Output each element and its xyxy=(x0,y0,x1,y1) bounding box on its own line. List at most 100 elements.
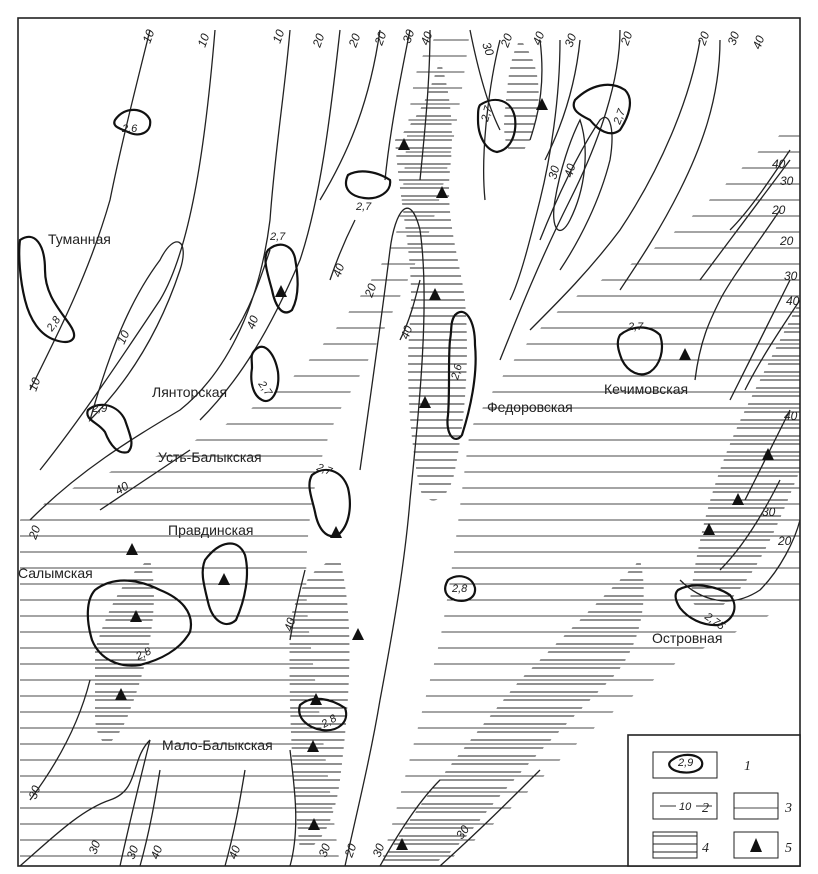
contour-label: 40 xyxy=(398,323,416,341)
well-marker xyxy=(126,543,138,555)
contour-label: 20 xyxy=(497,31,515,50)
contour-30-b xyxy=(469,29,501,131)
anomaly-label: 2,8 xyxy=(44,314,64,335)
contour-label: 20 xyxy=(371,29,389,48)
anomaly-label: 2,7 xyxy=(611,107,628,127)
contour-30-f xyxy=(699,159,791,281)
contour-label: 40 xyxy=(530,29,548,47)
field-label-tumannaya: Туманная xyxy=(48,231,111,247)
contour-10-a xyxy=(29,29,151,391)
contour-label: 40 xyxy=(418,29,436,47)
contour-40-j xyxy=(399,279,421,341)
well-marker xyxy=(732,493,744,505)
contour-label: 40 xyxy=(226,843,244,861)
wells xyxy=(115,98,774,850)
contour-40-d xyxy=(729,149,791,231)
contour-10-b xyxy=(39,29,216,471)
contour-label: 10 xyxy=(270,27,288,45)
contour-20-a xyxy=(29,29,291,521)
field-label-ust-balykskaya: Усть-Балыкская xyxy=(158,449,262,465)
contour-label: 30 xyxy=(26,783,44,801)
contour-30-d xyxy=(539,116,613,271)
legend-dense-hatch-icon xyxy=(652,831,698,859)
anomaly-lyantorskaya xyxy=(264,243,299,314)
contour-40-b xyxy=(529,39,543,141)
contour-30-g xyxy=(729,279,791,401)
contour-30-m xyxy=(439,769,541,867)
anomaly-label: 2,7 xyxy=(314,461,334,478)
anomaly-north-west xyxy=(113,108,152,136)
contour-label: 30 xyxy=(545,164,562,181)
contour-label: 30 xyxy=(762,505,776,519)
well-marker xyxy=(419,396,431,408)
contour-label: 30 xyxy=(780,174,794,188)
contour-20-f xyxy=(509,39,561,301)
contour-label: 40 xyxy=(786,294,800,308)
contour-40-a xyxy=(419,29,431,181)
anomaly-label: 2,7 xyxy=(269,231,286,243)
well-marker xyxy=(310,693,322,705)
contour-30-e xyxy=(619,39,721,291)
legend-well-icon xyxy=(750,838,762,852)
zone-dense-east xyxy=(690,300,800,609)
legend-number-4: 4 xyxy=(702,841,709,856)
contour-label: 20 xyxy=(694,29,712,48)
anomaly-north-center xyxy=(344,170,392,200)
legend-number-2: 2 xyxy=(702,801,709,816)
legend-number-5: 5 xyxy=(785,841,792,856)
contour-30-h xyxy=(719,479,781,571)
contour-label: 40 xyxy=(113,479,132,498)
field-label-pravdinskaya: Правдинская xyxy=(168,522,253,538)
contour-label: 20 xyxy=(361,281,379,300)
anomaly-north-fedorov xyxy=(476,98,517,154)
contour-label: 10 xyxy=(114,328,132,346)
contour-label: 20 xyxy=(777,534,792,548)
anomaly-contours xyxy=(18,83,736,732)
contour-40-i xyxy=(329,219,356,281)
well-marker xyxy=(130,610,142,622)
contour-label: 40 xyxy=(784,409,798,423)
field-label-kechimovskaya: Кечимовская xyxy=(604,381,688,397)
well-marker xyxy=(396,838,408,850)
anomaly-salymskaya xyxy=(86,579,193,667)
anomaly-center-28 xyxy=(444,575,477,602)
well-marker xyxy=(679,348,691,360)
contour-30-j xyxy=(119,739,151,867)
well-marker xyxy=(307,740,319,752)
contour-20-h xyxy=(529,39,701,331)
legend-anomaly-value: 2,9 xyxy=(677,757,693,769)
well-marker xyxy=(436,186,448,198)
zone-dense-northeast xyxy=(504,40,539,155)
contour-30-c xyxy=(544,39,581,161)
contour-30-k xyxy=(289,749,297,867)
contour-label: 40 xyxy=(330,261,348,279)
anomaly-label: 2,6 xyxy=(449,362,465,382)
well-marker xyxy=(308,818,320,830)
contour-label: 30 xyxy=(725,29,743,47)
field-labels: Туманная Лянторская Усть-Балыкская Правд… xyxy=(18,231,722,753)
well-marker xyxy=(762,448,774,460)
legend-number-3: 3 xyxy=(784,801,792,816)
contour-20-c xyxy=(319,29,381,201)
contour-label: 30 xyxy=(479,40,497,58)
well-marker xyxy=(275,285,287,297)
anomaly-west-29 xyxy=(86,403,133,454)
contour-30-l xyxy=(379,779,441,867)
contour-label: 40 xyxy=(148,843,166,861)
contour-label: 30 xyxy=(124,843,142,861)
contour-label: 20 xyxy=(779,234,794,248)
contour-label: 40 xyxy=(750,33,768,51)
contour-10-c xyxy=(88,241,184,423)
contour-40-c xyxy=(553,118,586,232)
well-marker xyxy=(115,688,127,700)
anomaly-fedorovskaya xyxy=(446,310,477,440)
anomaly-label: 2,7 xyxy=(479,104,495,124)
legend-contour-value: 10 xyxy=(679,801,692,813)
legend-well-frame xyxy=(733,831,779,859)
contour-20-d xyxy=(344,207,425,867)
legend: 2,9 1 10 2 3 4 5 xyxy=(627,734,801,867)
anomaly-label: 2,7 xyxy=(627,321,644,333)
contour-label: 20 xyxy=(771,203,786,217)
